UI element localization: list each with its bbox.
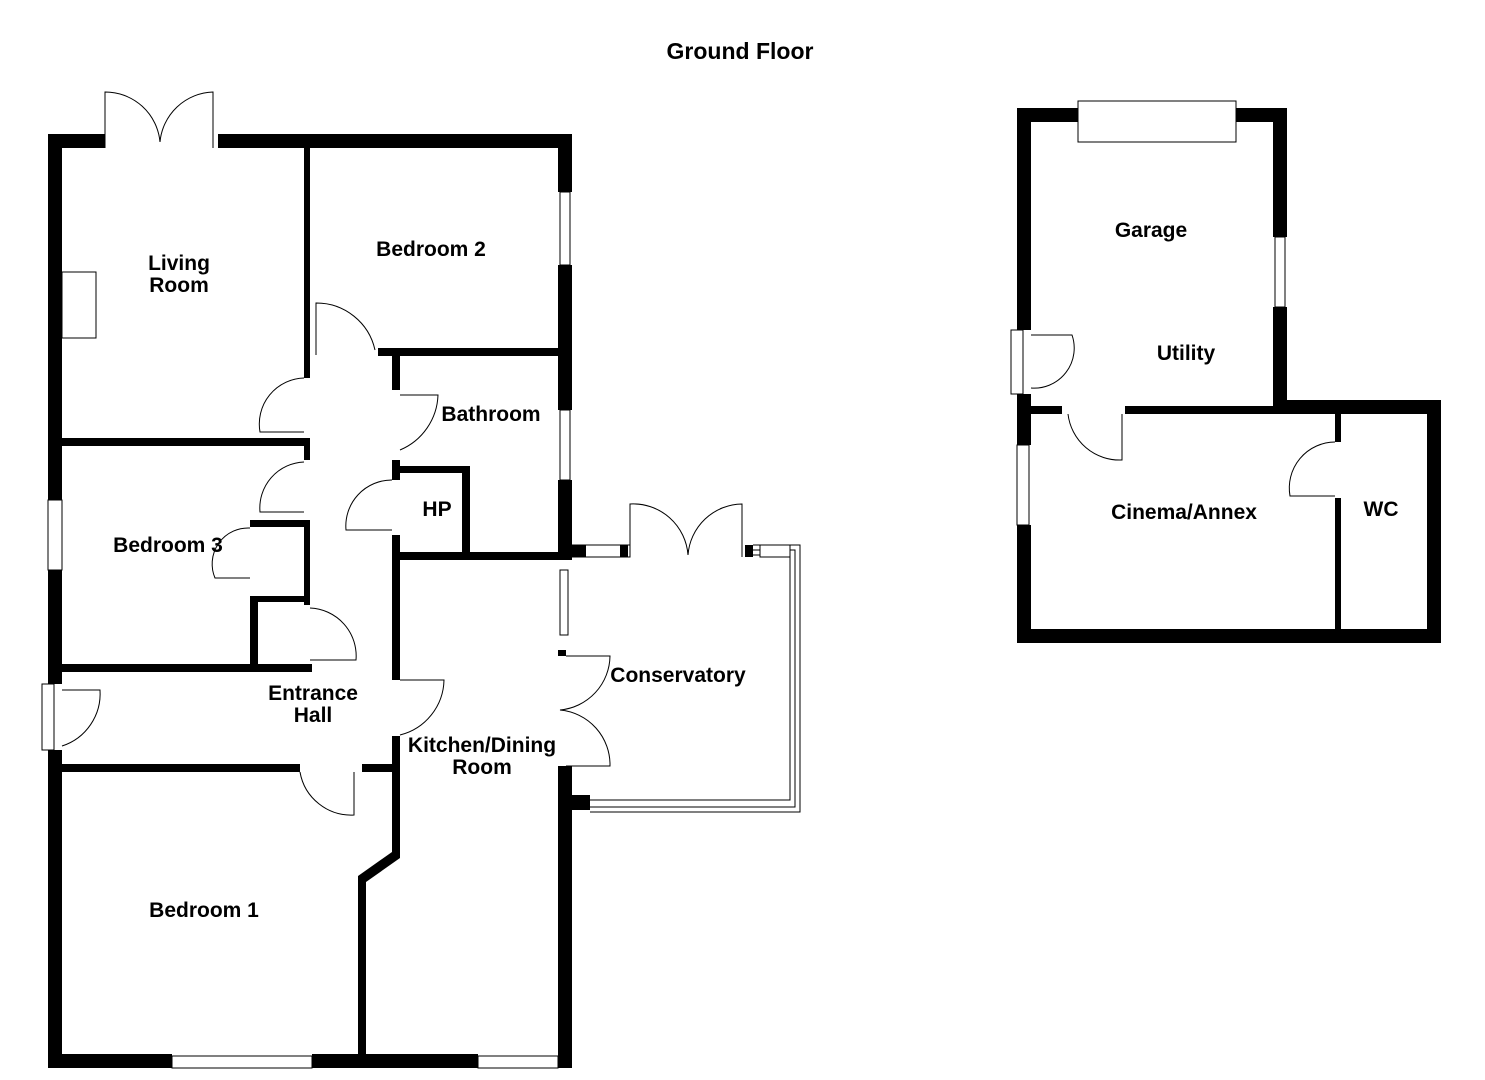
- room-label-living-1: Living: [148, 252, 210, 275]
- room-label-living-2: Room: [149, 274, 209, 297]
- room-label-utility: Utility: [1157, 342, 1216, 365]
- room-label-conservatory: Conservatory: [610, 664, 746, 687]
- floor-title: Ground Floor: [667, 38, 814, 64]
- room-label-hall-2: Hall: [294, 704, 333, 727]
- room-label-garage: Garage: [1115, 219, 1187, 242]
- annex-walls: [1010, 100, 1441, 643]
- room-label-kitchen-2: Room: [452, 756, 512, 779]
- room-label-bedroom1: Bedroom 1: [149, 899, 259, 922]
- room-label-kitchen-1: Kitchen/Dining: [408, 734, 556, 757]
- room-label-hp: HP: [422, 498, 451, 521]
- room-label-cinema: Cinema/Annex: [1111, 501, 1257, 524]
- room-label-hall-1: Entrance: [268, 682, 358, 705]
- room-label-bedroom3: Bedroom 3: [113, 534, 223, 557]
- doors: [41, 91, 743, 816]
- room-label-bedroom2: Bedroom 2: [376, 238, 486, 261]
- main-house-walls: [48, 134, 590, 1068]
- room-label-wc: WC: [1364, 498, 1399, 521]
- room-label-bathroom: Bathroom: [441, 403, 540, 426]
- windows: [47, 191, 801, 1069]
